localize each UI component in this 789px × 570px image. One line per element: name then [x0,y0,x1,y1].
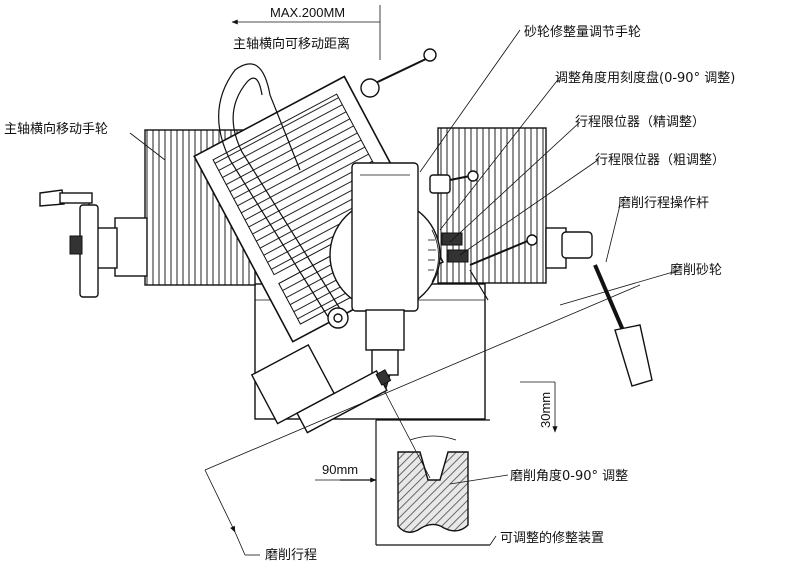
max-travel-dim: MAX.200MM [270,5,345,20]
label-wheel-dress-handwheel: 砂轮修整量调节手轮 [524,25,641,40]
grinding-lever [545,227,653,387]
spindle-lateral-handwheel [39,189,148,298]
grinding-travel-path [204,284,641,556]
label-adjustable-dresser: 可调整的修整装置 [500,530,604,546]
workpiece [384,391,469,533]
right-bellows [437,127,547,284]
label-travel-stop-fine: 行程限位器（精调整） [575,115,705,130]
travel-30-dim: 30mm [538,392,553,428]
label-grinding-travel: 磨削行程 [265,548,317,563]
leader-lines [129,29,681,546]
dressing-handwheel [360,48,437,98]
label-spindle-lateral-handwheel: 主轴横向移动手轮 [4,121,108,137]
dimension-lines [231,5,558,483]
label-angle-dial: 调整角度用刻度盘(0-90° 调整) [555,70,735,86]
hose [218,63,349,329]
dresser-housing [250,343,392,434]
label-travel-stop-coarse: 行程限位器（粗调整） [595,153,725,168]
label-grinding-wheel: 磨削砂轮 [670,263,722,278]
travel-90-dim: 90mm [322,462,358,477]
label-grinding-lever: 磨削行程操作杆 [618,195,709,211]
label-grinding-angle: 磨削角度0-90° 调整 [510,468,628,484]
label-spindle-lateral-distance: 主轴横向可移动距离 [233,36,350,52]
